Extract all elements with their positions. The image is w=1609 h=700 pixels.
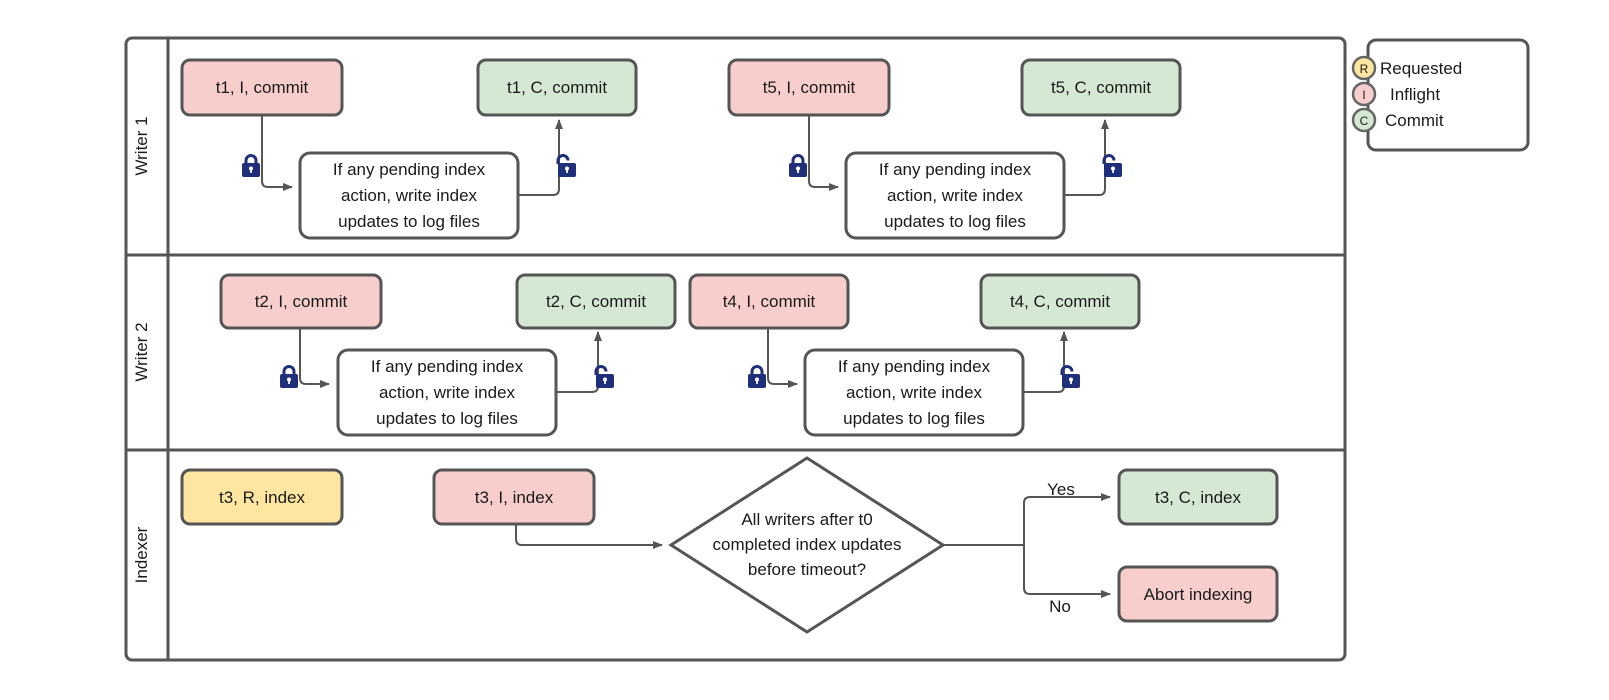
process-box-w2-proc-1[interactable]: If any pending index action, write index… <box>336 348 558 437</box>
node-w1-t5-c-label: t5, C, commit <box>1051 78 1151 97</box>
legend-label-requested: Requested <box>1380 59 1462 78</box>
node-ix-t3-c[interactable]: t3, C, index <box>1117 468 1279 526</box>
node-w2-t2-c-label: t2, C, commit <box>546 292 646 311</box>
node-ix-t3-c-label: t3, C, index <box>1155 488 1241 507</box>
lane-label-writer-1-text: Writer 1 <box>132 116 151 175</box>
node-w1-t5-c-shape <box>1020 58 1182 117</box>
edge-label-yes: Yes <box>1047 480 1075 499</box>
node-w1-t1-i-label: t1, I, commit <box>216 78 309 97</box>
lock-open-icon <box>556 154 576 177</box>
node-w1-t1-c[interactable]: t1, C, commit <box>476 58 638 117</box>
lock-open-icon <box>1102 154 1122 177</box>
process-box-w1-proc-2-line-2: action, write index <box>887 186 1024 205</box>
lock-closed-icon <box>280 365 298 388</box>
legend-badge-commit-letter: C <box>1360 114 1369 128</box>
node-ix-t3-c-shape <box>1117 468 1279 526</box>
legend-badge-inflight-letter: I <box>1362 88 1365 102</box>
node-ix-t3-i[interactable]: t3, I, index <box>432 468 596 526</box>
node-w1-t1-c-shape <box>476 58 638 117</box>
node-w1-t5-i-shape <box>727 58 891 117</box>
node-w2-t4-c-shape <box>979 273 1141 330</box>
node-w2-t4-i-label: t4, I, commit <box>723 292 816 311</box>
node-ix-t3-r-label: t3, R, index <box>219 488 305 507</box>
connector-w1-t1i-to-proc1 <box>261 115 293 191</box>
connector-w1-proc1-to-t1c <box>518 119 563 196</box>
node-ix-abort-shape <box>1117 565 1279 623</box>
lock-closed-icon <box>242 154 260 177</box>
inflight-badge-icon <box>1351 81 1377 107</box>
decision-ix-decision-line-1: All writers after t0 <box>741 510 872 529</box>
process-box-w1-proc-2-shape <box>844 151 1066 240</box>
process-box-w2-proc-2-shape <box>803 348 1025 437</box>
lock-closed-icon <box>748 365 766 388</box>
lock-open-icon <box>594 365 614 388</box>
node-w2-t4-c-label: t4, C, commit <box>1010 292 1110 311</box>
node-w1-t1-i-shape <box>180 58 344 117</box>
process-box-w1-proc-1-line-1: If any pending index <box>333 160 486 179</box>
node-w2-t2-c[interactable]: t2, C, commit <box>515 273 677 330</box>
node-w1-t5-c[interactable]: t5, C, commit <box>1020 58 1182 117</box>
lock-open-icon <box>1060 365 1080 388</box>
requested-badge-icon <box>1351 55 1377 81</box>
node-ix-t3-r[interactable]: t3, R, index <box>180 468 344 526</box>
node-w2-t2-i-label: t2, I, commit <box>255 292 348 311</box>
commit-badge-icon <box>1351 107 1377 133</box>
legend: R Requested I Inflight C Commit <box>1351 38 1530 152</box>
node-w1-t5-i-label: t5, I, commit <box>763 78 856 97</box>
lane-label-writer-2: Writer 2 <box>132 322 151 381</box>
node-w2-t4-i[interactable]: t4, I, commit <box>688 273 850 330</box>
process-box-w1-proc-2-line-3: updates to log files <box>884 212 1026 231</box>
node-w2-t4-c[interactable]: t4, C, commit <box>979 273 1141 330</box>
connector-w2-t2i-to-proc1 <box>299 328 330 388</box>
process-box-w1-proc-2-line-1: If any pending index <box>879 160 1032 179</box>
node-ix-t3-r-shape <box>180 468 344 526</box>
connector-ix-t3i-to-decision <box>515 524 663 549</box>
node-ix-abort-label: Abort indexing <box>1144 585 1253 604</box>
decision-ix-decision-line-2: completed index updates <box>712 535 901 554</box>
node-w1-t5-i[interactable]: t5, I, commit <box>727 58 891 117</box>
process-box-w2-proc-1-shape <box>336 348 558 437</box>
decision-ix-decision-line-3: before timeout? <box>748 560 866 579</box>
legend-item-requested: R Requested <box>1351 55 1462 81</box>
node-ix-t3-i-label: t3, I, index <box>475 488 554 507</box>
decision-ix-decision[interactable]: All writers after t0 completed index upd… <box>668 456 946 634</box>
connector-w1-proc2-to-t5c <box>1064 119 1109 196</box>
process-box-w1-proc-1[interactable]: If any pending index action, write index… <box>298 151 520 240</box>
process-box-w1-proc-1-line-3: updates to log files <box>338 212 480 231</box>
lane-label-writer-2-text: Writer 2 <box>132 322 151 381</box>
connector-w2-t4i-to-proc2 <box>767 328 798 388</box>
process-box-w1-proc-2[interactable]: If any pending index action, write index… <box>844 151 1066 240</box>
legend-badge-requested-letter: R <box>1360 62 1369 76</box>
decision-ix-decision-shape <box>668 456 946 634</box>
node-w2-t2-i-shape <box>219 273 383 330</box>
node-ix-abort[interactable]: Abort indexing <box>1117 565 1279 623</box>
legend-item-inflight: I Inflight <box>1351 81 1440 107</box>
legend-item-commit: C Commit <box>1351 107 1444 133</box>
node-w2-t2-i[interactable]: t2, I, commit <box>219 273 383 330</box>
node-w1-t1-i[interactable]: t1, I, commit <box>180 58 344 117</box>
lane-label-indexer: Indexer <box>132 526 151 583</box>
node-w1-t1-c-label: t1, C, commit <box>507 78 607 97</box>
connector-yes-branch <box>1023 493 1111 545</box>
connector-no-branch <box>1023 545 1111 598</box>
lane-label-writer-1: Writer 1 <box>132 116 151 175</box>
legend-label-commit: Commit <box>1385 111 1444 130</box>
node-w2-t2-c-shape <box>515 273 677 330</box>
process-box-w2-proc-2-line-2: action, write index <box>846 383 983 402</box>
legend-label-inflight: Inflight <box>1390 85 1440 104</box>
process-box-w2-proc-1-line-1: If any pending index <box>371 357 524 376</box>
process-box-w1-proc-1-shape <box>298 151 520 240</box>
process-box-w1-proc-1-line-2: action, write index <box>341 186 478 205</box>
lock-closed-icon <box>789 154 807 177</box>
process-box-w2-proc-1-line-2: action, write index <box>379 383 516 402</box>
process-box-w2-proc-1-line-3: updates to log files <box>376 409 518 428</box>
process-box-w2-proc-2-line-1: If any pending index <box>838 357 991 376</box>
lane-label-indexer-text: Indexer <box>132 526 151 583</box>
edge-label-no: No <box>1049 597 1071 616</box>
node-w2-t4-i-shape <box>688 273 850 330</box>
node-ix-t3-i-shape <box>432 468 596 526</box>
connector-w1-t5i-to-proc2 <box>808 115 839 191</box>
process-box-w2-proc-2-line-3: updates to log files <box>843 409 985 428</box>
process-box-w2-proc-2[interactable]: If any pending index action, write index… <box>803 348 1025 437</box>
